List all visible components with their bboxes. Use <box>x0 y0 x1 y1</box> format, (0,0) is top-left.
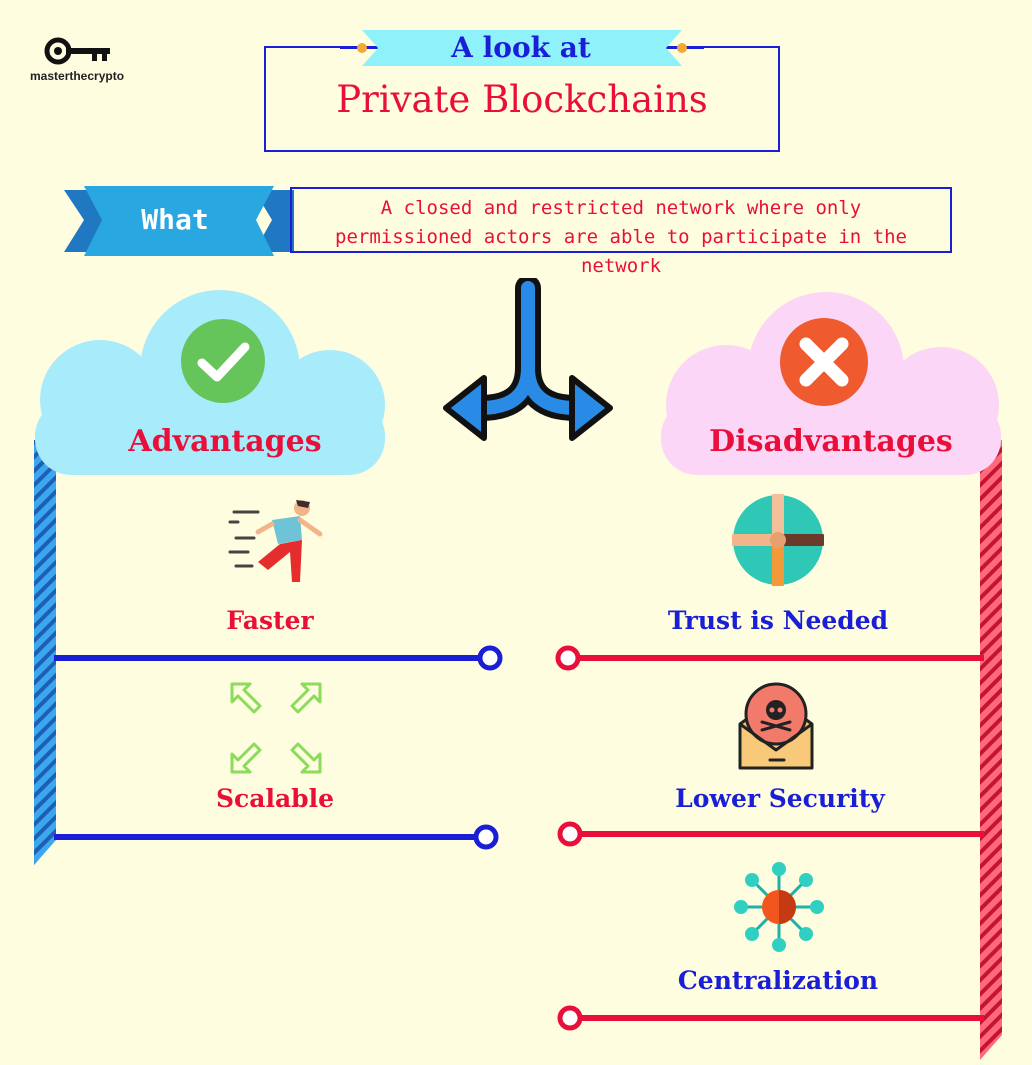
disadvantage-divider-3 <box>557 1005 984 1031</box>
hands-together-icon <box>732 494 824 586</box>
advantage-item-scalable: Scalable <box>215 784 335 813</box>
advantage-divider-2 <box>54 824 499 850</box>
expand-arrows-icon <box>230 682 322 774</box>
disadvantage-item-centralization: Centralization <box>677 966 879 995</box>
brand-name: masterthecrypto <box>30 69 125 83</box>
advantage-item-faster: Faster <box>226 606 314 635</box>
advantage-divider-1 <box>54 645 503 671</box>
running-man-icon <box>228 500 323 582</box>
what-description-line-1: A closed and restricted network where on… <box>380 197 862 219</box>
disadvantage-divider-1 <box>555 645 984 671</box>
advantages-title: Advantages <box>128 424 322 459</box>
split-arrow-icon <box>443 278 613 441</box>
subtitle-ribbon <box>340 30 704 66</box>
disadvantage-item-trust: Trust is Needed <box>667 606 889 635</box>
check-circle-icon <box>181 319 265 403</box>
central-hub-icon <box>734 862 824 952</box>
what-ribbon <box>64 186 294 256</box>
disadvantages-title: Disadvantages <box>709 424 953 459</box>
key-logo-icon <box>44 37 110 65</box>
page-title: Private Blockchains <box>336 78 708 121</box>
subtitle: A look at <box>451 31 591 64</box>
advantages-side-bar <box>34 440 56 865</box>
disadvantages-cloud <box>661 292 1001 475</box>
what-description-line-2: permissioned actors are able to particip… <box>335 226 907 277</box>
what-description-frame <box>290 187 952 253</box>
disadvantage-divider-2 <box>557 821 984 847</box>
disadvantage-item-security: Lower Security <box>675 784 885 813</box>
what-label: What <box>141 203 209 236</box>
x-circle-icon <box>780 318 868 406</box>
disadvantages-side-bar <box>980 440 1002 1060</box>
skull-envelope-icon <box>738 682 814 770</box>
what-description: A closed and restricted network where on… <box>296 194 946 281</box>
